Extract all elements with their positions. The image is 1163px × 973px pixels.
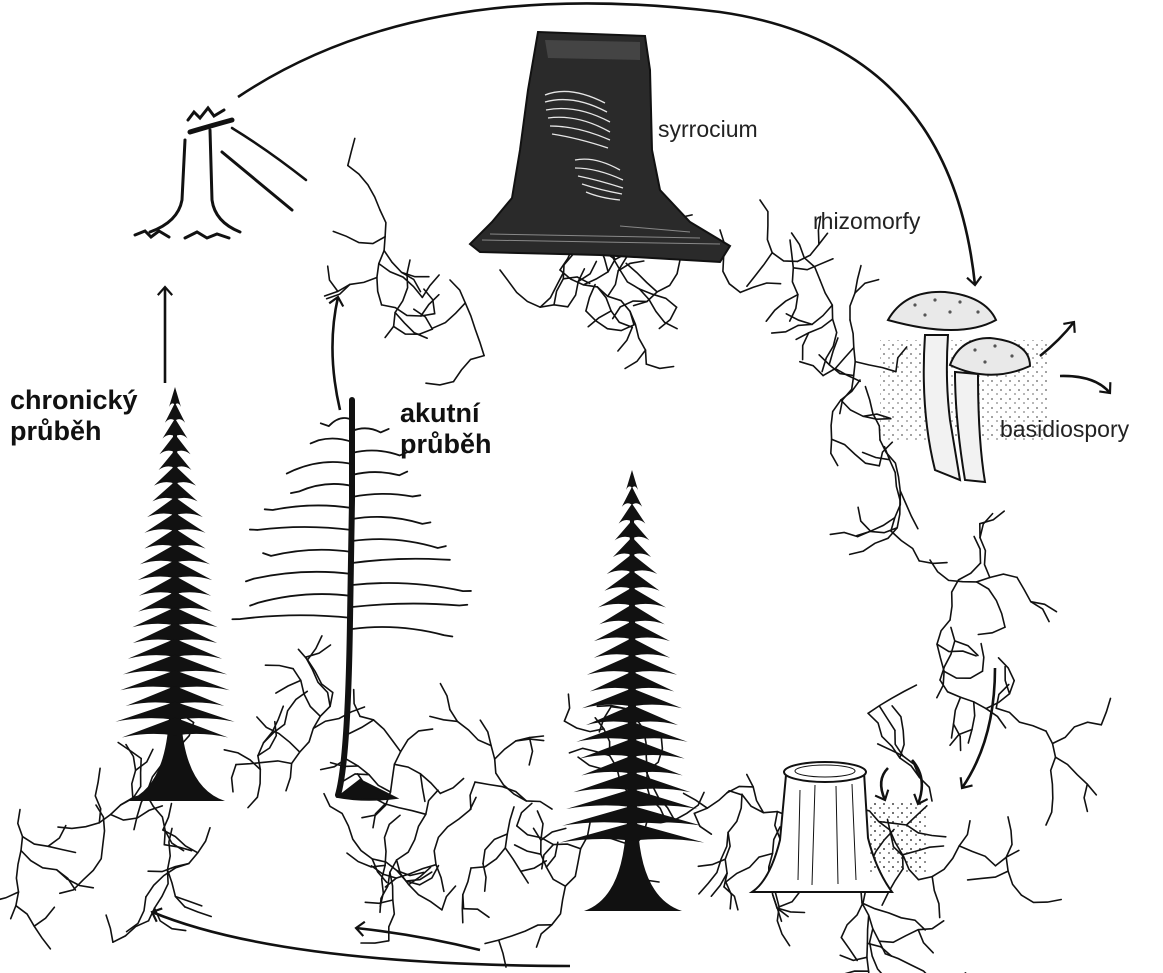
label-acute-line1: akutní xyxy=(400,398,492,429)
label-chronic-course: chronický průběh xyxy=(10,385,138,447)
arrow-spores-up xyxy=(1040,322,1074,356)
broken-tree-remnant xyxy=(135,108,306,238)
arrow-bottom-short xyxy=(356,928,480,950)
label-chronic-line2: průběh xyxy=(10,416,138,447)
label-rhizomorphs: rhizomorfy xyxy=(813,208,920,234)
arrow-acute-up xyxy=(332,297,340,410)
label-syrrocium: syrrocium xyxy=(658,116,758,142)
label-acute-course: akutní průběh xyxy=(400,398,492,460)
arrow-spores-right xyxy=(1060,376,1110,393)
spore-cloud-near-stump xyxy=(868,802,928,872)
spruce-healthy xyxy=(560,470,705,911)
arrow-spore-fall-a xyxy=(881,768,888,800)
arrow-right-down xyxy=(962,668,995,788)
label-basidiospores: basidiospory xyxy=(1000,416,1129,442)
infected-stump-with-syrrocium xyxy=(470,32,730,262)
label-acute-line2: průběh xyxy=(400,429,492,460)
arrow-spore-fall-b xyxy=(912,760,922,804)
arrow-bottom-long xyxy=(152,912,570,966)
spruce-chronic-infection xyxy=(115,387,234,801)
label-chronic-line1: chronický xyxy=(10,385,138,416)
